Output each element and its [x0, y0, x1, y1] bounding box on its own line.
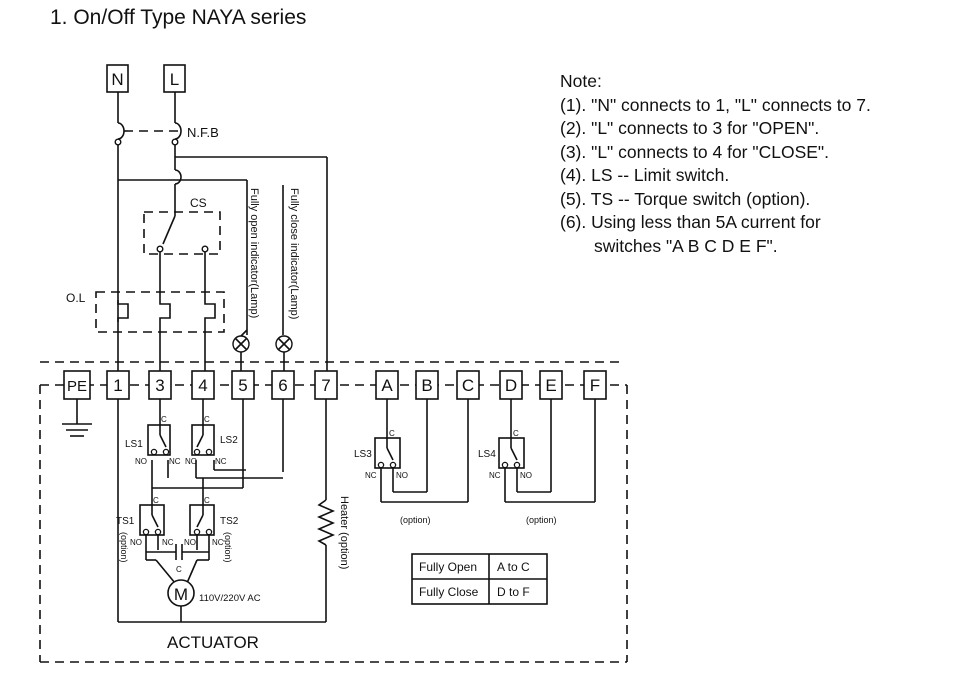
limit-switch-ls1 [147, 424, 171, 456]
torque-switch-ts1 [139, 504, 165, 536]
terminal-label: 6 [278, 376, 287, 395]
lamp-icon [232, 329, 250, 375]
motor-icon [167, 579, 195, 622]
terminal-label: B [421, 376, 432, 395]
ls2-label: LS2 [220, 435, 238, 446]
switch-nc-label: NC [169, 457, 181, 466]
switch-c-label: C [513, 429, 519, 438]
note-item: (3). "L" connects to 4 for "CLOSE". [560, 141, 829, 162]
switch-c-label: C [161, 415, 167, 424]
table-cell: Fully Close [419, 585, 479, 599]
actuator-label: ACTUATOR [167, 633, 259, 652]
line-label: L [170, 70, 179, 89]
overload-relay [95, 291, 225, 375]
switch-c-label: C [204, 415, 210, 424]
terminal-label: 1 [113, 376, 122, 395]
neutral-label: N [111, 70, 123, 89]
switch-c-label: C [153, 496, 159, 505]
torque-switch-ts2 [189, 504, 215, 536]
heater-icon [316, 499, 336, 546]
table-cell: A to C [497, 560, 530, 574]
notes-panel: Note: (1). "N" connects to 1, "L" connec… [560, 70, 871, 258]
terminal-label: 5 [238, 376, 247, 395]
ls3-option-label: (option) [400, 515, 431, 525]
terminal-label: D [505, 376, 517, 395]
terminal-label: A [381, 376, 393, 395]
lamp-icon [275, 335, 293, 375]
terminal-block [63, 370, 607, 400]
switch-no-label: NO [185, 457, 197, 466]
switch-c-label: C [204, 496, 210, 505]
switch-no-label: NO [135, 457, 147, 466]
actuator-boundary [39, 361, 628, 663]
note-item: switches "A B C D E F". [594, 235, 778, 256]
switch-nc-label: NC [489, 471, 501, 480]
note-item: (4). LS -- Limit switch. [560, 165, 730, 185]
limit-switch-ls4 [498, 399, 596, 503]
terminal-label: 4 [198, 376, 207, 395]
heater-label: Heater (option) [338, 496, 350, 569]
ls4-option-label: (option) [526, 515, 557, 525]
overload-label: O.L [66, 291, 86, 305]
switch-no-label: NO [130, 538, 142, 547]
table-cell: D to F [497, 585, 530, 599]
motor-voltage-label: 110V/220V AC [199, 593, 261, 604]
switch-no-label: NO [396, 471, 408, 480]
terminal-label: C [462, 376, 474, 395]
terminal-label: F [590, 376, 600, 395]
breaker-label: N.F.B [187, 125, 219, 140]
note-item: (2). "L" connects to 3 for "OPEN". [560, 118, 820, 138]
terminal-label: PE [67, 378, 87, 395]
switch-nc-label: NC [212, 538, 224, 547]
limit-switch-ls3 [374, 399, 469, 503]
ground-icon [62, 399, 92, 437]
note-item: (5). TS -- Torque switch (option). [560, 188, 811, 209]
internal-wires [117, 399, 327, 623]
switch-nc-label: NC [365, 471, 377, 480]
limit-switch-ls2 [191, 424, 215, 456]
ts2-label: TS2 [220, 516, 239, 527]
breaker-symbol [114, 92, 182, 146]
diagram-title: 1. On/Off Type NAYA series [50, 6, 307, 29]
switch-c-label: C [389, 429, 395, 438]
switch-nc-label: NC [215, 457, 227, 466]
notes-heading: Note: [560, 71, 602, 91]
cs-label: CS [190, 196, 207, 210]
line-wires [118, 145, 328, 375]
motor-label: M [174, 585, 188, 604]
switch-table [411, 553, 548, 605]
ls1-label: LS1 [125, 439, 143, 450]
close-lamp-label: Fully close indicator(Lamp) [288, 188, 300, 319]
ls4-label: LS4 [478, 449, 496, 460]
terminal-label: 3 [155, 376, 164, 395]
switch-nc-label: NC [162, 538, 174, 547]
cs-switch [143, 197, 221, 300]
table-cell: Fully Open [419, 560, 477, 574]
capacitor-icon [145, 535, 210, 584]
switch-no-label: NO [520, 471, 532, 480]
switch-no-label: NO [184, 538, 196, 547]
terminal-label: E [545, 376, 556, 395]
ts1-option-label: (option) [119, 532, 129, 563]
note-item: (1). "N" connects to 1, "L" connects to … [560, 94, 871, 115]
ls3-label: LS3 [354, 449, 372, 460]
terminal-label: 7 [321, 376, 330, 395]
capacitor-label: C [176, 565, 182, 574]
note-item: (6). Using less than 5A current for [560, 212, 821, 232]
ts2-option-label: (option) [223, 532, 233, 563]
ts1-label: TS1 [116, 516, 135, 527]
open-lamp-label: Fully open indicator(Lamp) [248, 188, 260, 318]
